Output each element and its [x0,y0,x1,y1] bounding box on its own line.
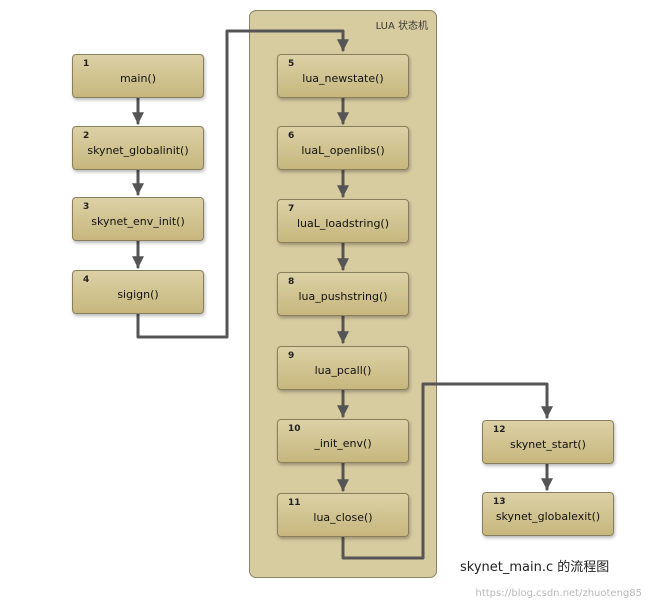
node-lua-newstate: 5 lua_newstate() [277,54,409,98]
node-lua-pcall: 9 lua_pcall() [277,346,409,390]
connector-11-12 [341,382,553,560]
node-label: main() [119,72,157,85]
node-label: luaL_loadstring() [296,217,390,230]
node-number: 8 [288,277,295,287]
node-label: lua_newstate() [302,72,384,85]
node-number: 11 [288,498,301,508]
node-lua-close: 11 lua_close() [277,493,409,537]
node-number: 6 [288,131,295,141]
node-number: 10 [288,424,301,434]
node-main: 1 main() [72,54,204,98]
node-sigign: 4 sigign() [72,270,204,314]
node-skynet-env-init: 3 skynet_env_init() [72,197,204,241]
node-number: 1 [83,59,90,69]
diagram-caption: skynet_main.c 的流程图 [460,560,610,575]
node-number: 13 [493,497,506,507]
node-lua-pushstring: 8 lua_pushstring() [277,272,409,316]
node-lual-openlibs: 6 luaL_openlibs() [277,126,409,170]
watermark: https://blog.csdn.net/zhuoteng85 [475,588,643,599]
node-label: skynet_globalexit() [495,510,601,523]
node-skynet-globalexit: 13 skynet_globalexit() [482,492,614,536]
node-label: luaL_openlibs() [301,144,385,157]
lua-panel-title: LUA 状态机 [375,21,428,32]
node-label: lua_pcall() [314,364,372,377]
node-number: 9 [288,351,295,361]
node-init-env: 10 _init_env() [277,419,409,463]
node-label: skynet_globalinit() [87,144,189,157]
node-label: _init_env() [314,437,372,450]
node-number: 2 [83,131,90,141]
node-number: 7 [288,204,295,214]
node-number: 5 [288,59,295,69]
node-number: 12 [493,425,506,435]
node-skynet-globalinit: 2 skynet_globalinit() [72,126,204,170]
node-label: skynet_start() [510,438,586,451]
node-label: sigign() [117,288,159,301]
connector-4-5 [136,29,349,339]
node-lual-loadstring: 7 luaL_loadstring() [277,199,409,243]
node-label: skynet_env_init() [91,215,185,228]
node-label: lua_pushstring() [298,290,388,303]
node-number: 4 [83,275,90,285]
node-skynet-start: 12 skynet_start() [482,420,614,464]
node-label: lua_close() [313,511,373,524]
node-number: 3 [83,202,90,212]
